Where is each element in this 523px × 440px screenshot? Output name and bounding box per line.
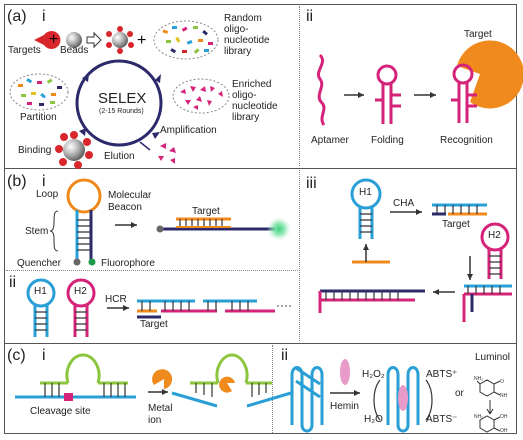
panel-c-i-label: i: [42, 347, 46, 364]
bead-with-targets-icon: [112, 32, 128, 48]
fluorescence-glow: [267, 217, 291, 241]
panel-b-label: (b): [7, 173, 27, 190]
cleavage-site: [64, 393, 73, 401]
cha-target-label: Target: [442, 219, 470, 230]
panel-b-iii-label: iii: [306, 175, 317, 192]
panel-b-ii-label: ii: [9, 274, 17, 291]
svg-text:NH₂: NH₂: [474, 414, 483, 420]
hemin-icon: [340, 359, 350, 385]
h2-label: H2: [74, 286, 87, 297]
cha-label: CHA: [393, 198, 415, 209]
target-icon: [34, 31, 61, 50]
cha-h2-label: H2: [488, 230, 501, 241]
cha-h1: [350, 178, 382, 239]
amplification-label: Amplification: [160, 125, 217, 136]
separator-a-b: [4, 168, 517, 169]
panel-a-label: (a): [7, 8, 27, 25]
quencher-label: Quencher: [17, 258, 61, 269]
elution-label: Elution: [104, 151, 135, 162]
binding-bead-icon: [63, 139, 85, 161]
hairpin-h1: [26, 278, 56, 337]
or-label: or: [455, 388, 464, 399]
random-library-icon: [153, 20, 219, 60]
luminol-structure: [476, 379, 501, 433]
abts-red-label: ABTS⁻: [426, 414, 458, 425]
panel-b-i-label: i: [42, 173, 46, 190]
target-label: Target: [464, 29, 492, 40]
hemin-label: Hemin: [330, 401, 359, 412]
cha-h1-label: H1: [359, 187, 372, 198]
beacon-target-label: Target: [192, 206, 220, 217]
svg-text:OH: OH: [500, 414, 508, 420]
bead-icon: [66, 32, 82, 48]
metal-ion-icon: [152, 369, 173, 389]
svg-text:O: O: [500, 379, 504, 385]
h2o-label: H₂O: [364, 414, 383, 425]
g-quadruplex-hemin: [386, 366, 420, 433]
svg-text:NH: NH: [500, 393, 508, 399]
molecular-beacon: [66, 178, 102, 260]
svg-text:+: +: [49, 31, 58, 48]
panel-c-label: (c): [7, 347, 26, 364]
hairpin-h2: [66, 278, 96, 337]
separator-c-vertical: [272, 345, 273, 433]
stem-label: Stem: [25, 226, 49, 237]
hcr-label: HCR: [105, 294, 127, 305]
h2o2-label: H₂O₂: [362, 369, 385, 380]
targets-label: Targets: [8, 45, 41, 56]
recognition-target: [457, 40, 523, 109]
svg-text:NH₂: NH₂: [474, 376, 483, 382]
h1-label: H1: [34, 286, 47, 297]
loop-label: Loop: [36, 189, 59, 200]
cleavage-site-label: Cleavage site: [30, 406, 91, 417]
selex-cycle-circle: [75, 59, 163, 147]
aptamer-label: Aptamer: [311, 135, 349, 146]
selex-title: SELEX: [98, 90, 147, 107]
panel-a-i-label: i: [42, 8, 46, 25]
enriched-library-icon: [172, 78, 230, 114]
luminol-label: Luminol: [475, 352, 511, 363]
panel-c-ii-label: ii: [281, 347, 289, 364]
recognition-label: Recognition: [440, 135, 493, 146]
folded-aptamer: [375, 64, 401, 124]
separator-a-vertical: [299, 6, 300, 166]
hcr-target-label: Target: [140, 319, 168, 330]
fluorophore-label: Fluorophore: [101, 258, 155, 269]
separator-b-vertical: [299, 170, 300, 341]
separator-b-horizontal: [6, 270, 298, 271]
g-quadruplex: [290, 366, 324, 433]
panel-a-ii-label: ii: [306, 8, 314, 25]
fluorophore-dot: [88, 258, 96, 266]
svg-text:OH: OH: [500, 428, 508, 434]
beads-label: Beads: [60, 45, 89, 56]
abts-ox-label: ABTS⁺: [426, 369, 458, 380]
selex-rounds: (2-15 Rounds): [99, 108, 144, 115]
binding-label: Binding: [18, 145, 52, 156]
svg-text:+: +: [137, 32, 146, 49]
quencher-dot: [73, 258, 81, 266]
separator-b-c: [4, 343, 517, 344]
folding-label: Folding: [371, 135, 404, 146]
partition-label: Partition: [20, 112, 57, 123]
figure-frame: [4, 4, 517, 434]
hollow-arrow-icon: [86, 31, 102, 49]
aptamer-strand: [317, 53, 326, 126]
